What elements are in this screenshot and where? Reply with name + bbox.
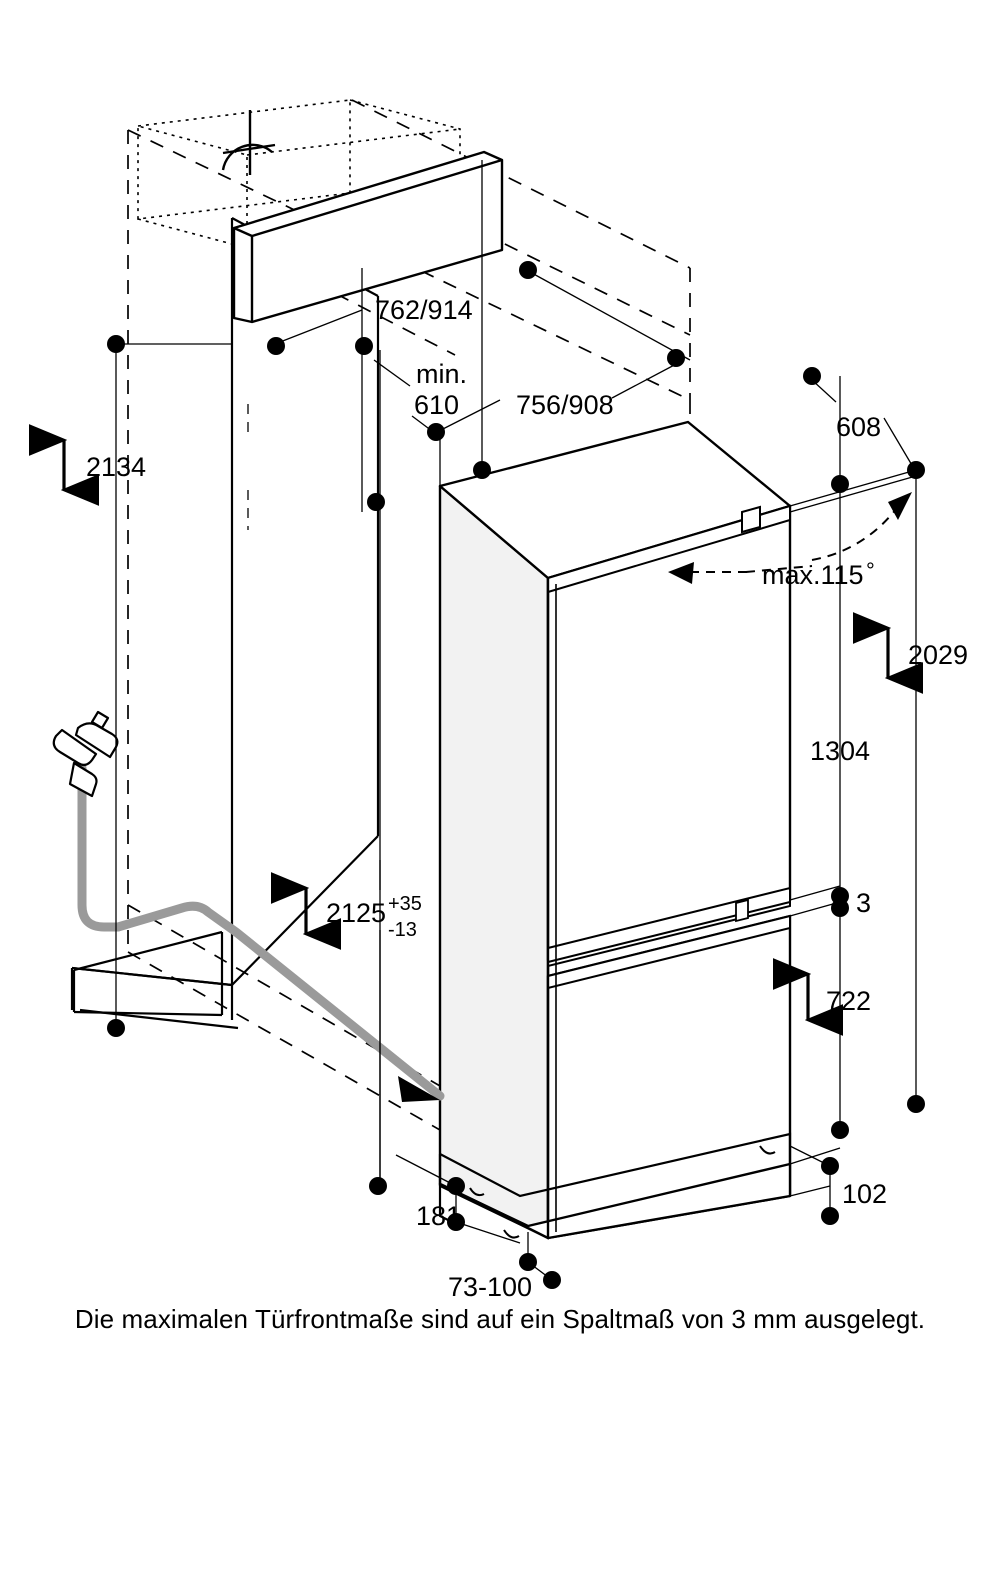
dimension-extension-lines: [115, 160, 917, 1281]
label-73-100: 73-100: [448, 1272, 532, 1302]
appliance-body: [438, 420, 792, 1240]
hose-arrow: [398, 1076, 440, 1102]
cabinet-side-wall: [70, 218, 239, 1030]
label-degree: °: [866, 558, 875, 583]
label-tolerance-plus: +35: [388, 893, 422, 915]
angle-arrow-heads: [668, 492, 912, 584]
label-2134: 2134: [86, 452, 146, 482]
label-762-914: 762/914: [375, 295, 473, 325]
dimension-dot-markers: [107, 261, 925, 1289]
label-1304: 1304: [810, 736, 870, 766]
label-2029: 2029: [908, 640, 968, 670]
door-front-panel: [232, 150, 504, 324]
floor-slab: [72, 930, 224, 1017]
label-722: 722: [826, 986, 871, 1016]
label-181: 181: [416, 1201, 461, 1231]
dimension-arrows: [28, 424, 924, 1036]
label-2125: 2125: [326, 898, 386, 928]
label-756-908: 756/908: [516, 390, 614, 420]
angle-symbol: [221, 110, 276, 175]
drawing-caption: Die maximalen Türfrontmaße sind auf ein …: [74, 1304, 926, 1334]
water-tap-icon: [52, 710, 119, 798]
cabinet-side-panel-edge: [231, 217, 380, 986]
label-max115: max.115: [762, 560, 864, 590]
label-102: 102: [842, 1179, 887, 1209]
door-open-angle-callout: [690, 503, 901, 573]
water-hose: [77, 763, 445, 1101]
label-min: min.: [416, 359, 467, 389]
dimension-labels: 762/914 min. 610 756/908 608 2134 2029 1…: [86, 295, 968, 1302]
label-608: 608: [836, 412, 881, 442]
label-tolerance-minus: -13: [388, 919, 417, 941]
label-610: 610: [414, 390, 459, 420]
label-3: 3: [856, 888, 871, 918]
angle-arc: [789, 475, 917, 700]
